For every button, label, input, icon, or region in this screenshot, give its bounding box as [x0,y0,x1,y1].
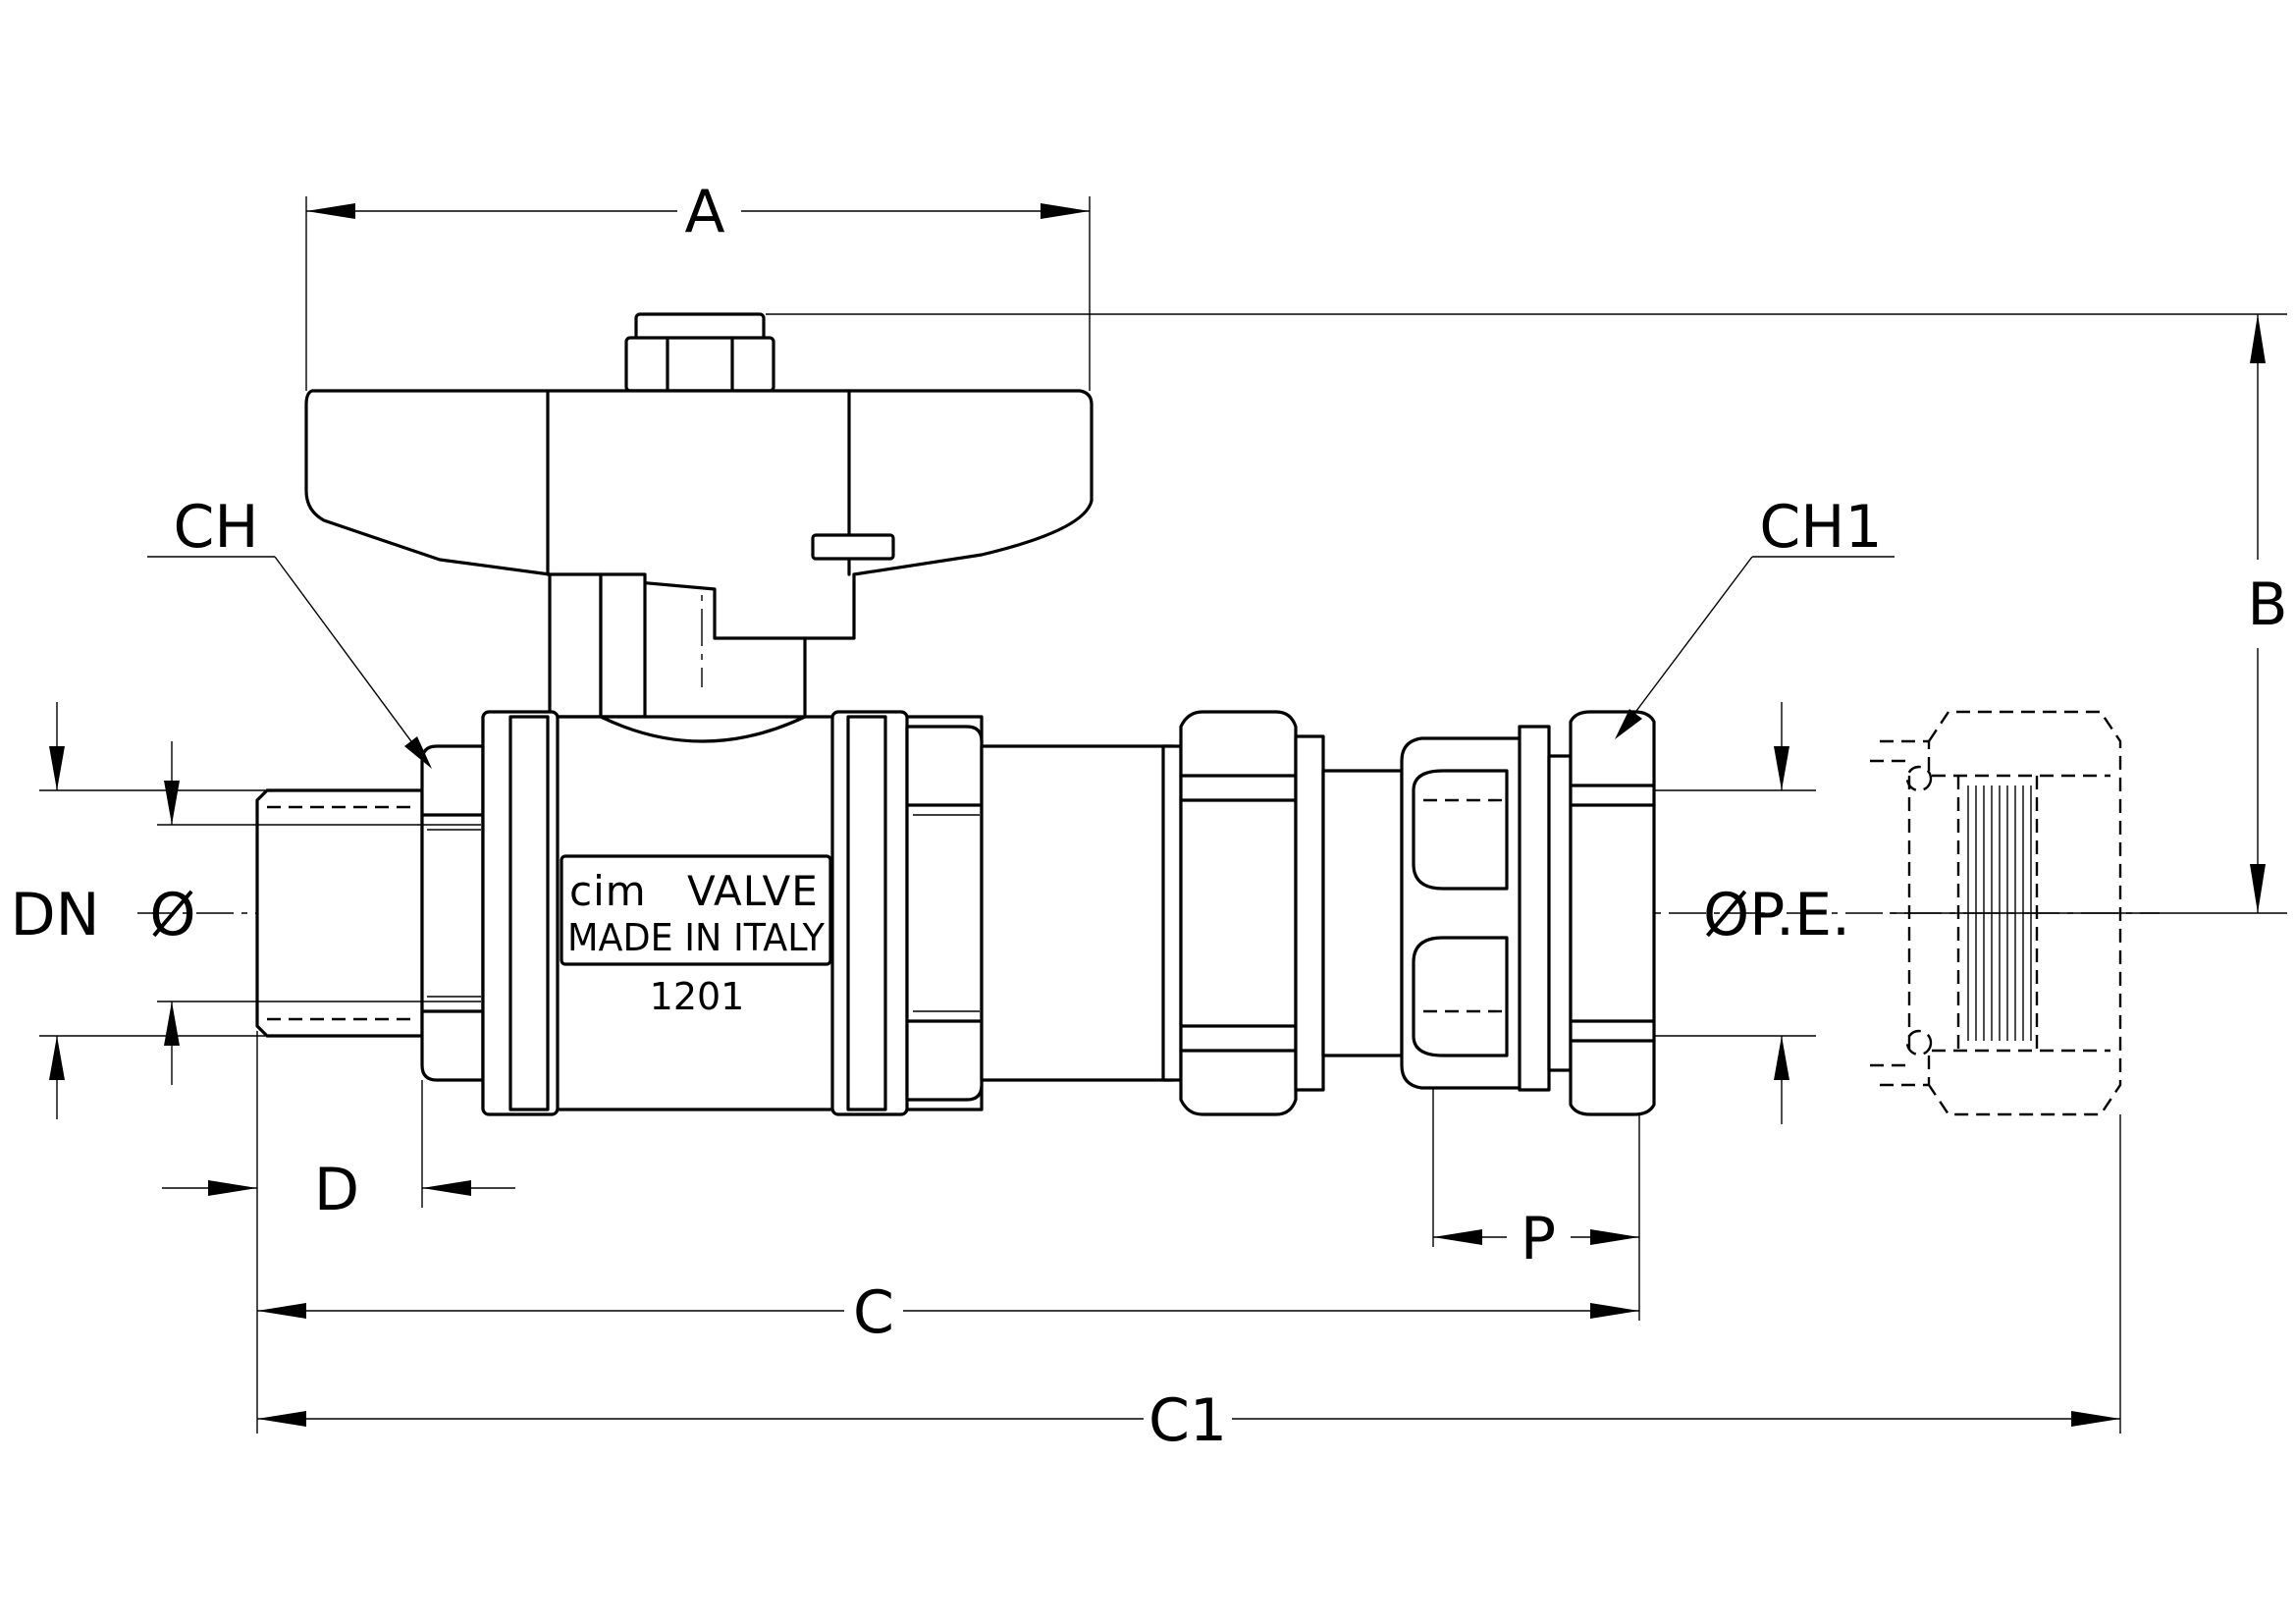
label-ch1: CH1 [1759,493,1882,562]
union-hex-nut [1179,710,1325,1116]
label-c: C [853,1278,894,1347]
dimension-inner-diameter [157,741,481,1085]
label-p: P [1521,1205,1556,1273]
nameplate-brand-valve: VALVE [687,867,819,915]
dimension-a [305,196,1091,391]
butterfly-handle [304,312,1094,719]
label-b: B [2247,570,2287,639]
leader-ch1 [1615,556,1895,739]
label-c1: C1 [1148,1386,1227,1455]
dimension-c1 [257,1114,2121,1434]
label-dn: DN [10,881,99,949]
nameplate-brand-cim: cim [569,867,647,915]
dimension-b [766,313,2287,914]
dimension-p [1432,1088,1640,1321]
label-a: A [684,178,724,246]
label-pe-diameter: ØP.E. [1703,881,1850,949]
dimension-c [257,1303,1639,1319]
dimension-d [162,1031,515,1434]
nameplate-origin: MADE IN ITALY [567,916,826,959]
label-ch: CH [173,493,258,562]
dimension-pe-diameter [1654,702,1816,1124]
nameplate-model: 1201 [650,975,745,1018]
leader-ch [147,556,432,769]
compression-fitting [1321,710,1656,1116]
dimension-dn [39,702,265,1119]
label-d: D [314,1156,359,1224]
label-diameter: Ø [149,881,195,949]
